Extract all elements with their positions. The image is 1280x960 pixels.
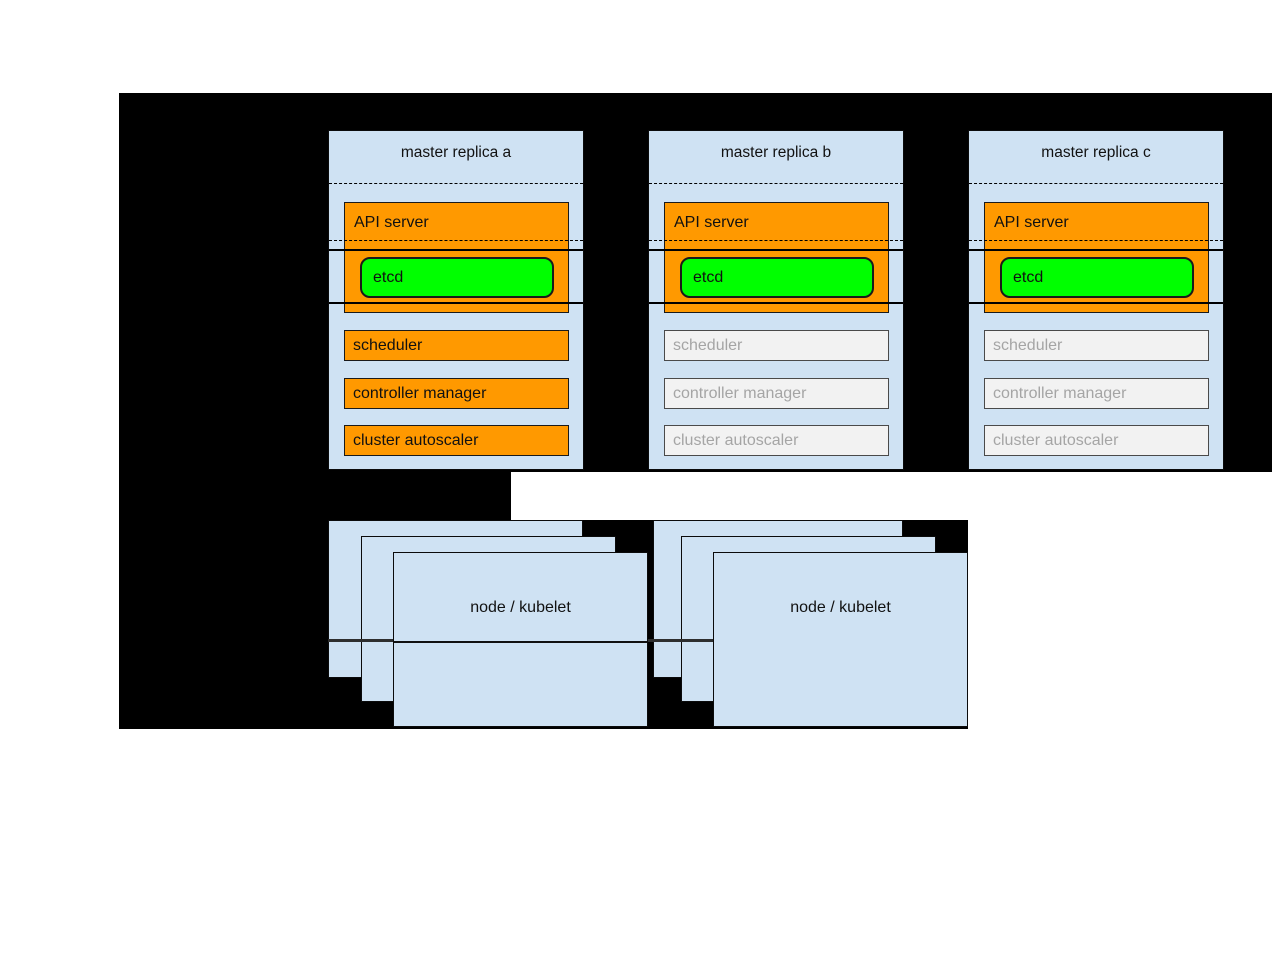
controller-manager-label: controller manager [993, 384, 1127, 402]
api-server-box: API server etcd [344, 202, 569, 313]
etcd-box: etcd [1000, 257, 1194, 298]
divider-solid [329, 302, 583, 304]
background-panel-left-strip [119, 472, 511, 520]
master-title: master replica b [720, 144, 832, 161]
api-server-box: API server etcd [984, 202, 1209, 313]
master-replica-b: master replica b API server etcd schedul… [648, 130, 904, 470]
master-replica-c: master replica c API server etcd schedul… [968, 130, 1224, 470]
controller-manager-box: controller manager [984, 378, 1209, 409]
api-server-box: API server etcd [664, 202, 889, 313]
divider-dashed [649, 183, 903, 184]
controller-manager-label: controller manager [353, 384, 487, 402]
divider-solid [329, 249, 583, 251]
controller-manager-box: controller manager [664, 378, 889, 409]
scheduler-box: scheduler [984, 330, 1209, 361]
node-label: node / kubelet [470, 599, 571, 616]
divider-dashed [649, 240, 903, 241]
divider-solid [649, 249, 903, 251]
etcd-label: etcd [693, 268, 724, 286]
divider-solid [649, 302, 903, 304]
divider-dashed [329, 183, 583, 184]
node-box-front: node / kubelet [393, 552, 648, 727]
cluster-autoscaler-box: cluster autoscaler [344, 425, 569, 456]
scheduler-label: scheduler [673, 336, 743, 354]
cluster-autoscaler-box: cluster autoscaler [984, 425, 1209, 456]
etcd-label: etcd [373, 268, 404, 286]
divider-dashed [329, 240, 583, 241]
scheduler-label: scheduler [353, 336, 423, 354]
api-server-label: API server [994, 214, 1069, 231]
master-title: master replica a [400, 144, 512, 161]
controller-manager-box: controller manager [344, 378, 569, 409]
scheduler-box: scheduler [344, 330, 569, 361]
master-title: master replica c [1041, 144, 1151, 161]
divider-dashed [969, 183, 1223, 184]
divider-solid [969, 302, 1223, 304]
cluster-autoscaler-label: cluster autoscaler [993, 431, 1119, 449]
divider-solid [969, 249, 1223, 251]
controller-manager-label: controller manager [673, 384, 807, 402]
node-box-front: node / kubelet [713, 552, 968, 727]
cluster-autoscaler-box: cluster autoscaler [664, 425, 889, 456]
node-divider [394, 641, 647, 643]
node-stack-1: node / kubelet [328, 520, 653, 730]
etcd-box: etcd [680, 257, 874, 298]
cluster-autoscaler-label: cluster autoscaler [673, 431, 799, 449]
master-replica-a: master replica a API server etcd schedul… [328, 130, 584, 470]
etcd-label: etcd [1013, 268, 1044, 286]
scheduler-label: scheduler [993, 336, 1063, 354]
divider-dashed [969, 240, 1223, 241]
node-stack-2: node / kubelet [653, 520, 978, 730]
api-server-label: API server [674, 214, 749, 231]
cluster-autoscaler-label: cluster autoscaler [353, 431, 479, 449]
etcd-box: etcd [360, 257, 554, 298]
scheduler-box: scheduler [664, 330, 889, 361]
api-server-label: API server [354, 214, 429, 231]
node-label: node / kubelet [790, 599, 891, 616]
